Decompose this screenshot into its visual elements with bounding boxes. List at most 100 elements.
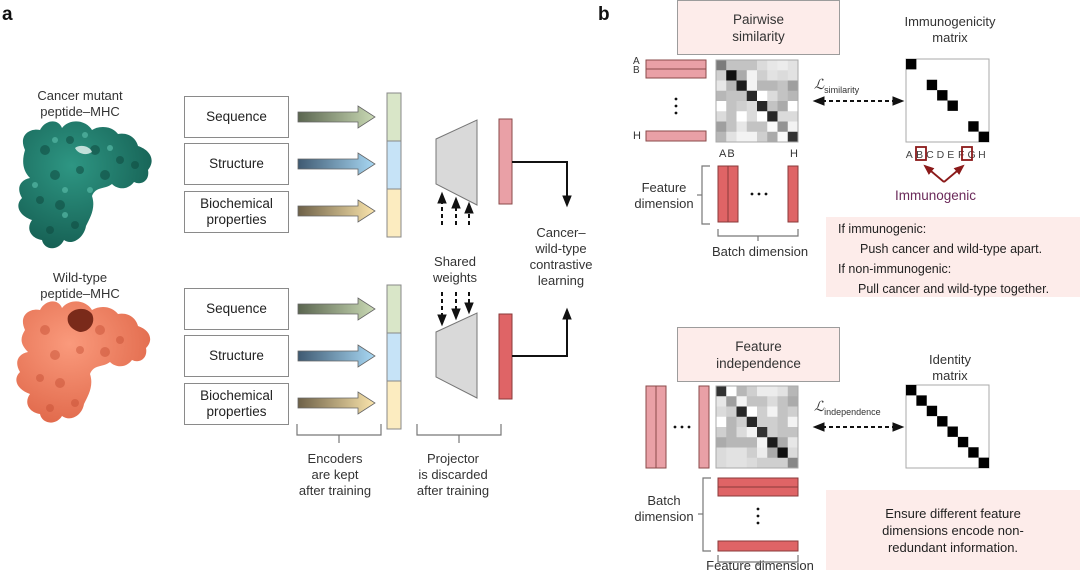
matrix-cell bbox=[757, 437, 768, 448]
matrix-cell bbox=[736, 131, 748, 143]
matrix-cell bbox=[777, 386, 789, 397]
matrix-cell bbox=[726, 427, 737, 438]
similarity-title-line2: similarity bbox=[732, 28, 785, 44]
matrix-cell bbox=[726, 406, 737, 418]
matrix-cell bbox=[757, 121, 768, 133]
matrix-cell bbox=[746, 90, 758, 102]
matrix-cell bbox=[767, 437, 778, 448]
matrix-cell bbox=[787, 60, 799, 71]
matrix-cell bbox=[716, 90, 727, 102]
matrix-cell bbox=[746, 386, 758, 397]
row-labels-ab: A B bbox=[633, 56, 640, 76]
loss-symbol: ℒ bbox=[814, 399, 825, 415]
matrix-cell bbox=[757, 406, 768, 418]
matrix-cell bbox=[726, 416, 737, 428]
encoder-box-sequence-cancer: Sequence bbox=[184, 96, 289, 138]
matrix-cell bbox=[746, 121, 758, 133]
matrix-cell bbox=[757, 416, 768, 428]
feature-dim-line1: Feature bbox=[641, 180, 687, 195]
encoder-label: Biochemical bbox=[200, 388, 273, 403]
matrix-cell bbox=[767, 416, 778, 428]
matrix-cell bbox=[716, 111, 727, 122]
cancer-peptide-mhc-title: Cancer mutant peptide–MHC bbox=[20, 88, 140, 120]
matrix-cell bbox=[767, 60, 778, 71]
immuno-axis-label: E bbox=[947, 149, 955, 161]
immuno-axis-label: H bbox=[978, 149, 986, 161]
shared-weights-line1: Shared bbox=[434, 254, 476, 269]
matrix-cell bbox=[726, 90, 737, 102]
matrix-cell bbox=[767, 70, 778, 81]
projector-cancer bbox=[435, 119, 478, 206]
independence-title-line1: Feature bbox=[735, 338, 782, 354]
matrix-cell bbox=[716, 80, 727, 92]
cancer-title-line2: peptide–MHC bbox=[40, 104, 120, 119]
ind-note-line1: Ensure different feature bbox=[885, 505, 1021, 521]
matrix-cell bbox=[777, 121, 789, 133]
projector-wildtype bbox=[435, 312, 478, 399]
matrix-cell bbox=[716, 121, 727, 133]
identity-matrix bbox=[905, 384, 990, 469]
matrix-cell bbox=[726, 101, 737, 112]
row-label-h: H bbox=[633, 130, 641, 142]
matrix-cell bbox=[726, 70, 737, 81]
col-label-a: A bbox=[719, 148, 728, 160]
encoder-label: Sequence bbox=[206, 301, 267, 316]
projected-embedding-wildtype bbox=[498, 313, 513, 400]
matrix-cell bbox=[787, 70, 799, 81]
row-label-a: A bbox=[633, 56, 640, 67]
encoder-label: Structure bbox=[209, 348, 264, 363]
matrix-border bbox=[715, 385, 799, 469]
note-line2: Push cancer and wild-type apart. bbox=[860, 242, 1043, 256]
row-label-b: B bbox=[633, 65, 640, 76]
batch-embedding-rows bbox=[645, 59, 707, 142]
matrix-cell bbox=[726, 60, 737, 71]
matrix-cell bbox=[777, 131, 789, 143]
brackets-a bbox=[296, 424, 502, 443]
panel-b-label: b bbox=[598, 4, 610, 25]
matrix-cell bbox=[746, 60, 758, 71]
encoder-label: Biochemical bbox=[200, 196, 273, 211]
matrix-cell bbox=[736, 70, 748, 81]
matrix-cell bbox=[726, 457, 737, 469]
encoder-label: Sequence bbox=[206, 109, 267, 124]
contrastive-learning-label: Cancer– wild-type contrastive learning bbox=[520, 225, 602, 289]
matrix-cell bbox=[757, 60, 768, 71]
diagonal-cell bbox=[926, 79, 938, 91]
immuno-title-line2: matrix bbox=[932, 30, 968, 45]
note-line4: Pull cancer and wild-type together. bbox=[858, 282, 1050, 296]
matrix-cell bbox=[736, 111, 748, 122]
matrix-cell bbox=[777, 80, 789, 92]
encoders-note-line2: are kept bbox=[311, 467, 359, 482]
immunogenicity-matrix bbox=[905, 58, 990, 143]
projector-note-line2: is discarded bbox=[418, 467, 488, 482]
immuno-axis-label: A bbox=[905, 149, 913, 161]
matrix-cell bbox=[787, 90, 799, 102]
matrix-cell bbox=[736, 416, 748, 428]
matrix-cell bbox=[736, 396, 748, 407]
matrix-cell bbox=[787, 406, 799, 418]
ind-note-line2: dimensions encode non- bbox=[882, 522, 1024, 538]
loss-subscript: similarity bbox=[824, 84, 860, 95]
matrix-cell bbox=[767, 80, 778, 92]
matrix-cell bbox=[757, 457, 768, 469]
feature-dimension-label: Feature dimension bbox=[628, 180, 700, 212]
matrix-cell bbox=[746, 396, 758, 407]
matrix-cell bbox=[787, 447, 799, 459]
immuno-axis-label: C bbox=[926, 149, 934, 161]
matrix-cell bbox=[746, 457, 758, 469]
matrix-cell bbox=[777, 396, 789, 407]
matrix-cell bbox=[767, 427, 778, 438]
brackets-b-independence bbox=[698, 477, 799, 566]
batch-dim-line1: Batch bbox=[647, 493, 681, 508]
matrix-cell bbox=[716, 457, 727, 469]
matrix-cell bbox=[746, 416, 758, 428]
matrix-cell bbox=[757, 101, 768, 112]
diagonal-cell bbox=[906, 385, 917, 396]
matrix-cell bbox=[736, 121, 748, 133]
matrix-cell bbox=[787, 80, 799, 92]
panel-a-label: a bbox=[2, 4, 13, 25]
matrix-cell bbox=[767, 101, 778, 112]
matrix-cell bbox=[757, 90, 768, 102]
